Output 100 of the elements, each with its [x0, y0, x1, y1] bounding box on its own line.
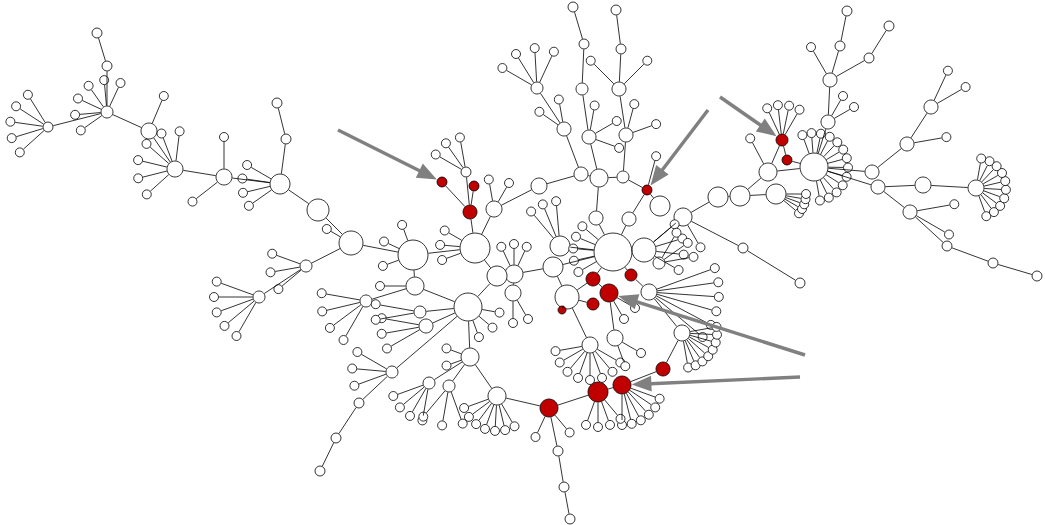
network-node [376, 328, 387, 339]
network-node [405, 276, 425, 296]
network-node [984, 156, 995, 167]
network-node [141, 189, 152, 200]
connector-line [386, 326, 420, 334]
network-node [794, 277, 806, 289]
network-node [265, 267, 276, 278]
connector-line [326, 293, 361, 301]
network-node [941, 132, 952, 142]
connector-line [648, 160, 656, 186]
connector-line [913, 137, 942, 144]
connector-line [263, 269, 302, 294]
network-node [837, 180, 848, 191]
network-node [430, 149, 441, 160]
network-node [923, 99, 939, 115]
connector-line [472, 320, 478, 333]
network-node [353, 397, 365, 409]
network-node [611, 116, 622, 126]
connector-line [813, 50, 827, 74]
network-node [643, 409, 654, 420]
network-node [500, 425, 510, 435]
network-node [100, 105, 114, 119]
network-node [614, 143, 624, 153]
connector-line [503, 250, 511, 266]
connector-line [632, 125, 652, 133]
network-node [242, 160, 252, 170]
network-node [883, 20, 895, 32]
network-node [588, 210, 604, 226]
network-node [824, 131, 835, 142]
network-node [914, 176, 932, 194]
connector-line [684, 340, 695, 362]
connector-line [803, 139, 810, 154]
connector-line [915, 216, 944, 243]
connector-line [817, 128, 827, 154]
network-node [91, 27, 103, 39]
connector-line [663, 245, 685, 260]
network-node [624, 268, 638, 282]
connector-line [778, 109, 782, 135]
network-node [581, 336, 599, 354]
connector-line [470, 190, 474, 206]
connector-line [580, 238, 596, 245]
network-node [554, 357, 565, 368]
connector-line [445, 185, 466, 207]
network-node [569, 255, 579, 266]
network-node [713, 292, 724, 302]
connector-line [325, 217, 343, 235]
network-node [695, 242, 706, 253]
network-node [987, 257, 999, 269]
connector-line [910, 112, 928, 139]
network-node [758, 162, 778, 182]
connector-line [686, 339, 700, 358]
network-node [474, 332, 484, 342]
connector-line [513, 283, 514, 285]
network-node [370, 314, 381, 325]
connector-line [517, 250, 526, 266]
connector-line [997, 264, 1033, 275]
network-node [989, 207, 999, 217]
network-node [460, 347, 480, 367]
connector-line [450, 359, 462, 365]
network-node [211, 276, 222, 287]
connector-line [311, 248, 341, 264]
connector-line [448, 146, 464, 168]
network-node [314, 465, 326, 477]
connector-line [601, 401, 609, 421]
network-node [615, 413, 626, 424]
network-node [405, 411, 415, 421]
connector-line [579, 352, 588, 374]
network-node [483, 174, 494, 185]
connector-line [661, 236, 675, 258]
connector-line [162, 137, 173, 162]
connector-line [556, 205, 560, 237]
network-node [523, 314, 533, 324]
network-node [655, 361, 671, 377]
network-node [549, 46, 559, 57]
network-node [280, 133, 292, 145]
connector-line [785, 195, 802, 199]
network-node [370, 299, 381, 310]
network-node [158, 91, 169, 101]
network-node [673, 324, 691, 342]
connector-line [750, 194, 767, 196]
network-node [585, 271, 601, 287]
connector-line [574, 11, 583, 40]
connector-line [534, 52, 538, 82]
network-node [271, 97, 283, 109]
connector-line [596, 187, 599, 211]
network-node [564, 513, 576, 525]
connector-line [653, 257, 655, 260]
connector-line [362, 244, 399, 253]
network-node [187, 196, 198, 207]
network-node [459, 403, 469, 413]
network-node [899, 136, 915, 152]
connector-line [604, 399, 618, 416]
network-node [568, 243, 579, 254]
network-node [650, 402, 661, 413]
connector-line [218, 296, 253, 298]
connector-line [14, 121, 44, 127]
network-node [382, 343, 392, 354]
network-node [773, 100, 783, 111]
network-node [831, 187, 842, 198]
connector-line [250, 167, 272, 180]
